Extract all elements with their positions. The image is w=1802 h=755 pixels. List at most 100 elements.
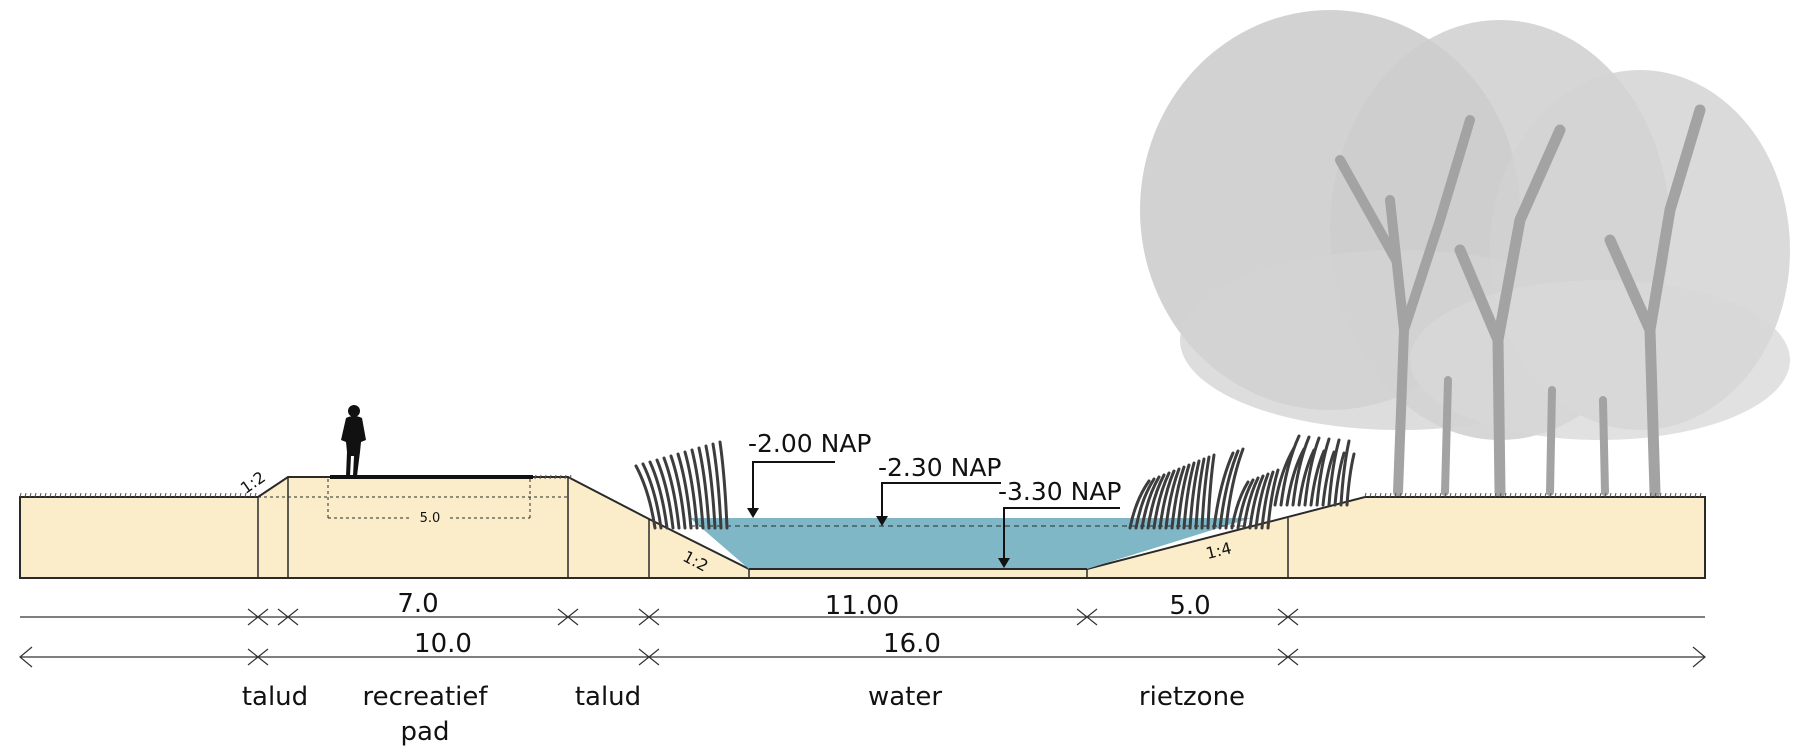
grass-blade <box>1429 492 1432 498</box>
dimension-tick <box>1277 608 1299 626</box>
grass-blade <box>1669 492 1672 498</box>
grass-blade <box>1439 492 1442 498</box>
grass-blade <box>1414 492 1417 498</box>
reed-stem <box>1170 465 1186 530</box>
reed-stem <box>1206 453 1216 530</box>
reed-stem <box>641 462 663 530</box>
grass-blade <box>1614 492 1617 498</box>
reed-stem <box>1236 478 1255 530</box>
grass-blade <box>174 492 177 498</box>
grass-blade <box>1689 492 1692 498</box>
grass-blade <box>104 492 107 498</box>
grass-blade <box>1399 492 1402 498</box>
grass-blade <box>1549 492 1552 498</box>
zone-label-pad: pad <box>401 717 450 747</box>
zone-label-recreatief: recreatief <box>362 682 488 712</box>
reed-stem <box>1327 438 1341 507</box>
grass-blade <box>179 492 182 498</box>
reed-stem <box>1333 451 1346 507</box>
level-leader-3 <box>1003 507 1120 562</box>
dimension-pad: 7.0 <box>397 589 438 619</box>
tree-trunk <box>1604 104 1706 498</box>
reed-stem <box>662 456 681 530</box>
grass-blade <box>1654 492 1657 498</box>
dimension-rietzone: 5.0 <box>1169 591 1210 621</box>
grass-blade <box>1609 492 1612 498</box>
grass-blade <box>29 492 32 498</box>
grass-blade <box>1619 492 1622 498</box>
grass-blade <box>1594 492 1597 498</box>
reed-stem <box>1242 476 1260 530</box>
grass-blade <box>1664 492 1667 498</box>
grass-blade <box>1649 492 1652 498</box>
grass-blade <box>1544 492 1547 498</box>
grass-blade <box>1639 492 1642 498</box>
grass-blade <box>149 492 152 498</box>
grass-blade <box>1469 492 1472 498</box>
grass-blade <box>1409 492 1412 498</box>
grass-blade <box>1569 492 1572 498</box>
grass-blade <box>1369 492 1372 498</box>
grass-blade <box>84 492 87 498</box>
grass-blade <box>1424 492 1427 498</box>
level-label-2: -2.30 NAP <box>878 453 1002 482</box>
grass-blade <box>244 492 247 498</box>
grass-blade <box>39 492 42 498</box>
grass-blade <box>224 492 227 498</box>
grass-blade <box>1514 492 1517 498</box>
dimension-right-total: 16.0 <box>883 629 941 659</box>
tree-group <box>1140 10 1790 498</box>
reed-stem <box>1303 436 1321 507</box>
grass-blade <box>569 474 572 480</box>
reed-stem <box>1291 435 1311 507</box>
reed-stem <box>1176 463 1191 530</box>
level-leader-2 <box>881 482 1001 520</box>
grass-blade <box>534 474 537 480</box>
reed-stem <box>1224 447 1245 530</box>
reed-stem <box>1134 477 1156 530</box>
level-leader-1 <box>752 461 835 512</box>
grass-blade <box>54 492 57 498</box>
dimension-tick <box>277 608 299 626</box>
grass-blade <box>1524 492 1527 498</box>
grass-blade <box>1379 492 1382 498</box>
reed-stem <box>1248 474 1265 530</box>
grass-blade <box>74 492 77 498</box>
reed-stem <box>669 454 687 530</box>
grass-blade <box>144 492 147 498</box>
grass-blade <box>154 492 157 498</box>
grass-blade <box>1489 492 1492 498</box>
grass-blade <box>234 492 237 498</box>
dimension-left-total: 10.0 <box>414 629 472 659</box>
grass-group <box>19 474 1702 498</box>
grass-blade <box>1554 492 1557 498</box>
grass-blade <box>134 492 137 498</box>
grass-blade <box>254 492 257 498</box>
grass-blade <box>1529 492 1532 498</box>
grass-blade <box>1644 492 1647 498</box>
grass-blade <box>1384 492 1387 498</box>
reed-stem <box>1339 439 1351 507</box>
grass-blade <box>139 492 142 498</box>
reed-stem <box>704 444 717 530</box>
reed-stem <box>1254 472 1270 530</box>
reed-stem <box>697 446 711 530</box>
grass-blade <box>59 492 62 498</box>
grass-blade <box>124 492 127 498</box>
dimension-tick <box>638 648 660 666</box>
grass-blade <box>194 492 197 498</box>
grass-blade <box>1479 492 1482 498</box>
path-width-note: 5.0 <box>420 511 441 526</box>
reed-stem <box>690 448 705 530</box>
grass-blade <box>1374 492 1377 498</box>
grass-blade <box>1579 492 1582 498</box>
grass-blade <box>1684 492 1687 498</box>
reed-stem <box>1128 479 1151 530</box>
grass-blade <box>1574 492 1577 498</box>
grass-blade <box>129 492 132 498</box>
grass-blade <box>1434 492 1437 498</box>
reed-stem <box>1230 480 1250 530</box>
dimension-tick <box>557 608 579 626</box>
